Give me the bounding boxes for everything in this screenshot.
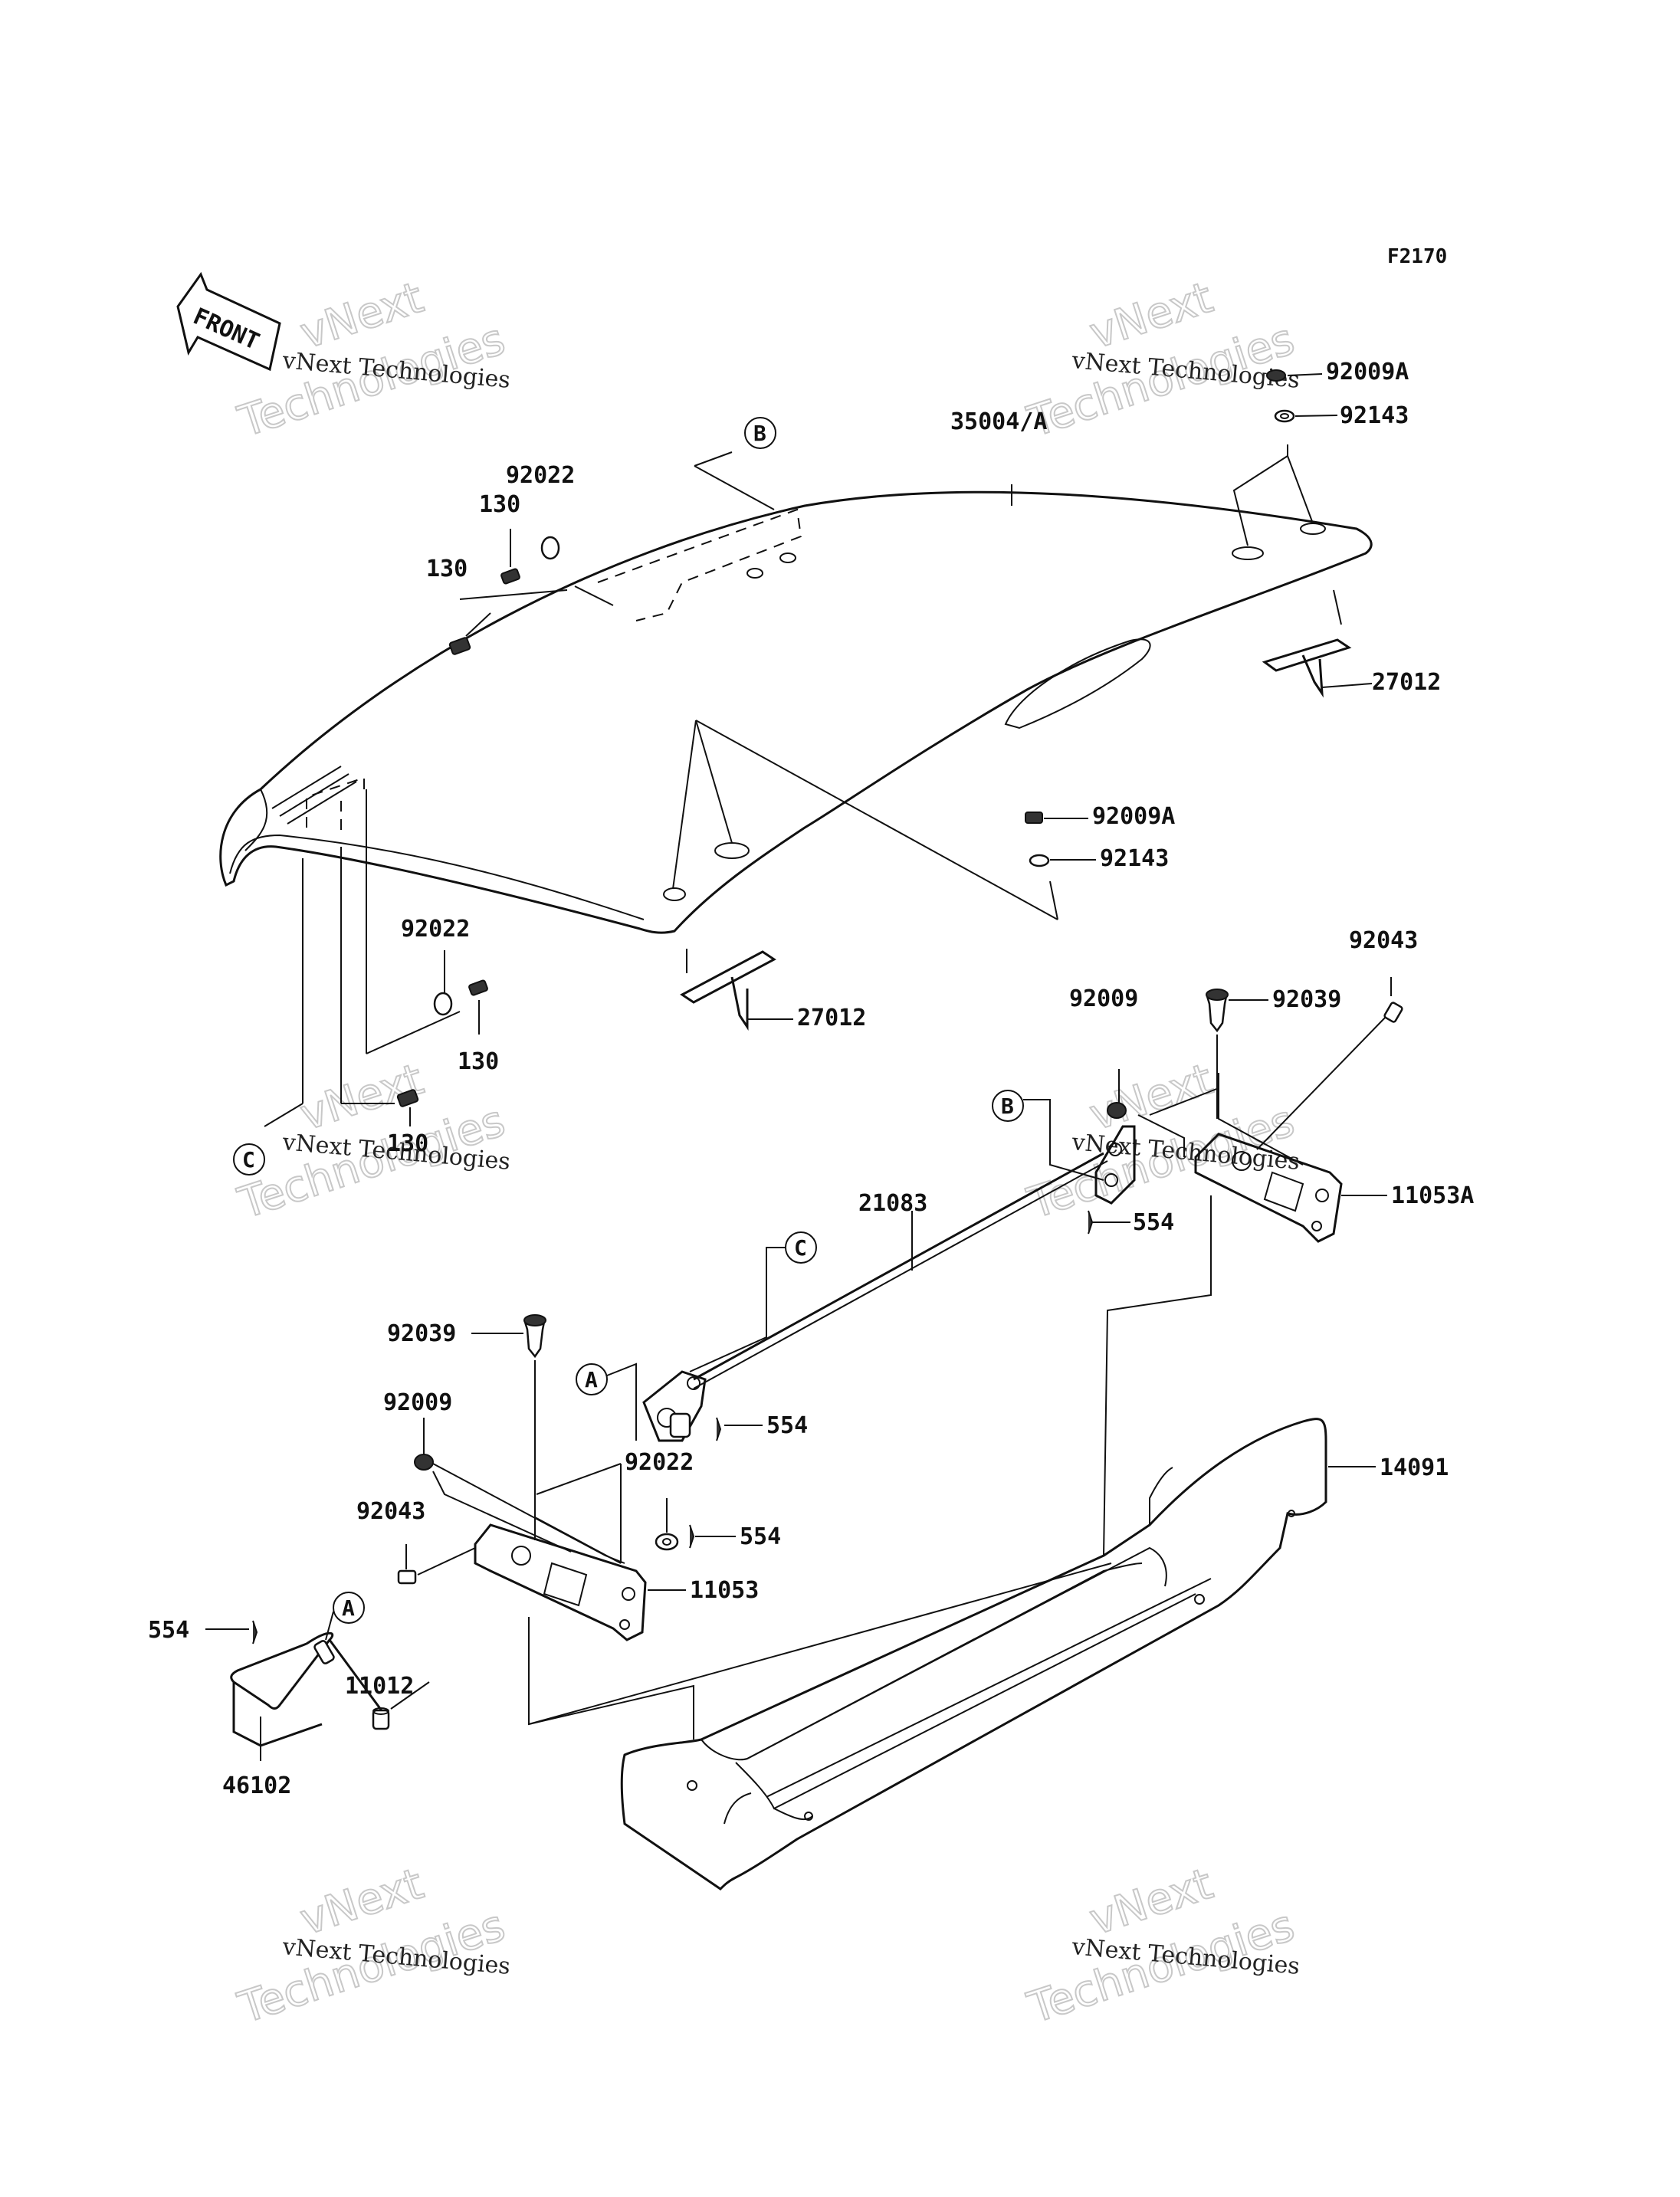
hardware-left-hinge: [397, 1314, 736, 1585]
roof-leaders: [264, 444, 1342, 1127]
clip-27012-right: [1262, 638, 1373, 698]
label-92022-top: 92022: [506, 462, 575, 489]
figure-code: F2170: [1387, 245, 1447, 268]
svg-text:A: A: [342, 1595, 355, 1621]
rod-21083: [693, 1152, 1108, 1389]
svg-text:B: B: [753, 421, 766, 446]
watermark-top-right: vNext Technologies vNext Technologies: [1021, 272, 1301, 448]
hardware-right-hinge: [1107, 977, 1403, 1119]
callout-b-top: B: [744, 417, 776, 449]
watermark-bottom-left: vNext Technologies vNext Technologies: [231, 1858, 511, 2035]
label-92039-left: 92039: [387, 1320, 456, 1347]
leader-c-mid: [689, 1247, 786, 1372]
rod-bracket-right: [1088, 1125, 1136, 1235]
label-92009A-top: 92009A: [1326, 359, 1409, 385]
label-554-mid: 554: [766, 1412, 808, 1439]
label-92143-top: 92143: [1340, 402, 1409, 429]
watermark-mid-left: vNext Technologies vNext Technologies: [231, 1054, 511, 1230]
leader-a-mid: [606, 1362, 637, 1441]
svg-text:C: C: [242, 1147, 255, 1172]
stay-rod-46102: [205, 1620, 430, 1761]
label-92022-left: 92022: [401, 916, 470, 943]
label-92043-left: 92043: [356, 1498, 425, 1525]
label-554-right: 554: [1133, 1209, 1174, 1236]
label-92039-right: 92039: [1272, 986, 1341, 1013]
label-92143-mid: 92143: [1100, 845, 1169, 872]
callout-a-low: A: [333, 1592, 365, 1624]
label-27012-right: 27012: [1372, 669, 1441, 696]
watermark-bottom-right: vNext Technologies vNext Technologies: [1021, 1858, 1301, 2035]
label-130-a: 130: [479, 491, 520, 518]
svg-text:A: A: [585, 1367, 598, 1392]
hardware-roof: [396, 369, 1338, 1126]
callout-c-left: C: [233, 1143, 265, 1176]
label-11053A: 11053A: [1391, 1182, 1474, 1209]
label-130-c: 130: [458, 1048, 499, 1075]
label-92022-low: 92022: [625, 1449, 694, 1476]
svg-text:B: B: [1001, 1094, 1014, 1119]
label-21083: 21083: [858, 1190, 927, 1217]
label-554-far: 554: [148, 1617, 189, 1644]
svg-text:C: C: [794, 1235, 807, 1261]
clip-27012-mid: [680, 950, 793, 1031]
label-130-d: 130: [387, 1130, 428, 1157]
label-130-b: 130: [426, 556, 468, 582]
label-11053: 11053: [690, 1577, 759, 1604]
roof-panel: [219, 490, 1373, 934]
skid-plate-14091: [528, 1195, 1376, 1890]
leader-b-right: [1023, 1099, 1104, 1181]
rod-bracket-left: [642, 1370, 763, 1442]
watermark-top-left: vNext Technologies vNext Technologies: [231, 272, 511, 448]
label-554-low: 554: [740, 1523, 781, 1550]
label-14091: 14091: [1380, 1454, 1449, 1481]
part-labels: 92009A 92143 35004/A 27012 92022 130 130…: [148, 359, 1474, 1799]
label-92009A-mid: 92009A: [1092, 803, 1175, 830]
leader-a-low: [325, 1611, 334, 1641]
label-92043-right: 92043: [1349, 927, 1418, 954]
callout-b-right: B: [992, 1090, 1024, 1122]
label-92009-right: 92009: [1069, 985, 1138, 1012]
callout-c-mid: C: [785, 1231, 817, 1264]
callout-a-mid: A: [576, 1363, 608, 1395]
label-92009-left: 92009: [383, 1389, 452, 1416]
label-11012: 11012: [345, 1673, 414, 1700]
front-arrow-icon: FRONT: [176, 271, 281, 372]
bracket-11053A: [1137, 1015, 1388, 1243]
label-46102: 46102: [222, 1772, 291, 1799]
label-35004A: 35004/A: [950, 408, 1047, 435]
label-27012-mid: 27012: [797, 1005, 866, 1031]
